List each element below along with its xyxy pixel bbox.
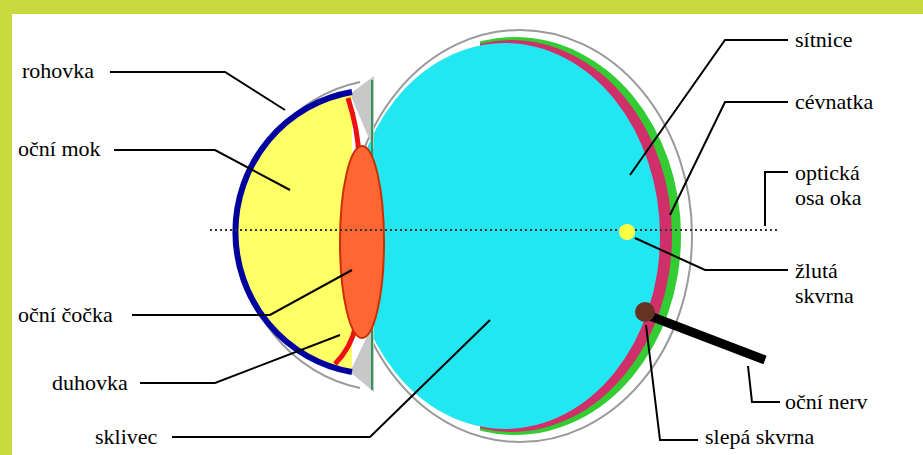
part-label: sítnice bbox=[795, 27, 852, 52]
part-label: cévnatka bbox=[795, 89, 873, 114]
part-label: oční nerv bbox=[785, 389, 867, 414]
part-label: duhovka bbox=[52, 370, 128, 395]
part-label: slepá skvrna bbox=[705, 424, 814, 449]
part-label: oční čočka bbox=[18, 302, 113, 327]
part-label: oční mok bbox=[18, 136, 101, 161]
part-label: sklivec bbox=[95, 424, 157, 449]
part-label: žlutá skvrna bbox=[795, 258, 887, 308]
part-label: rohovka bbox=[22, 58, 94, 83]
part-label: optická osa oka bbox=[795, 160, 887, 210]
